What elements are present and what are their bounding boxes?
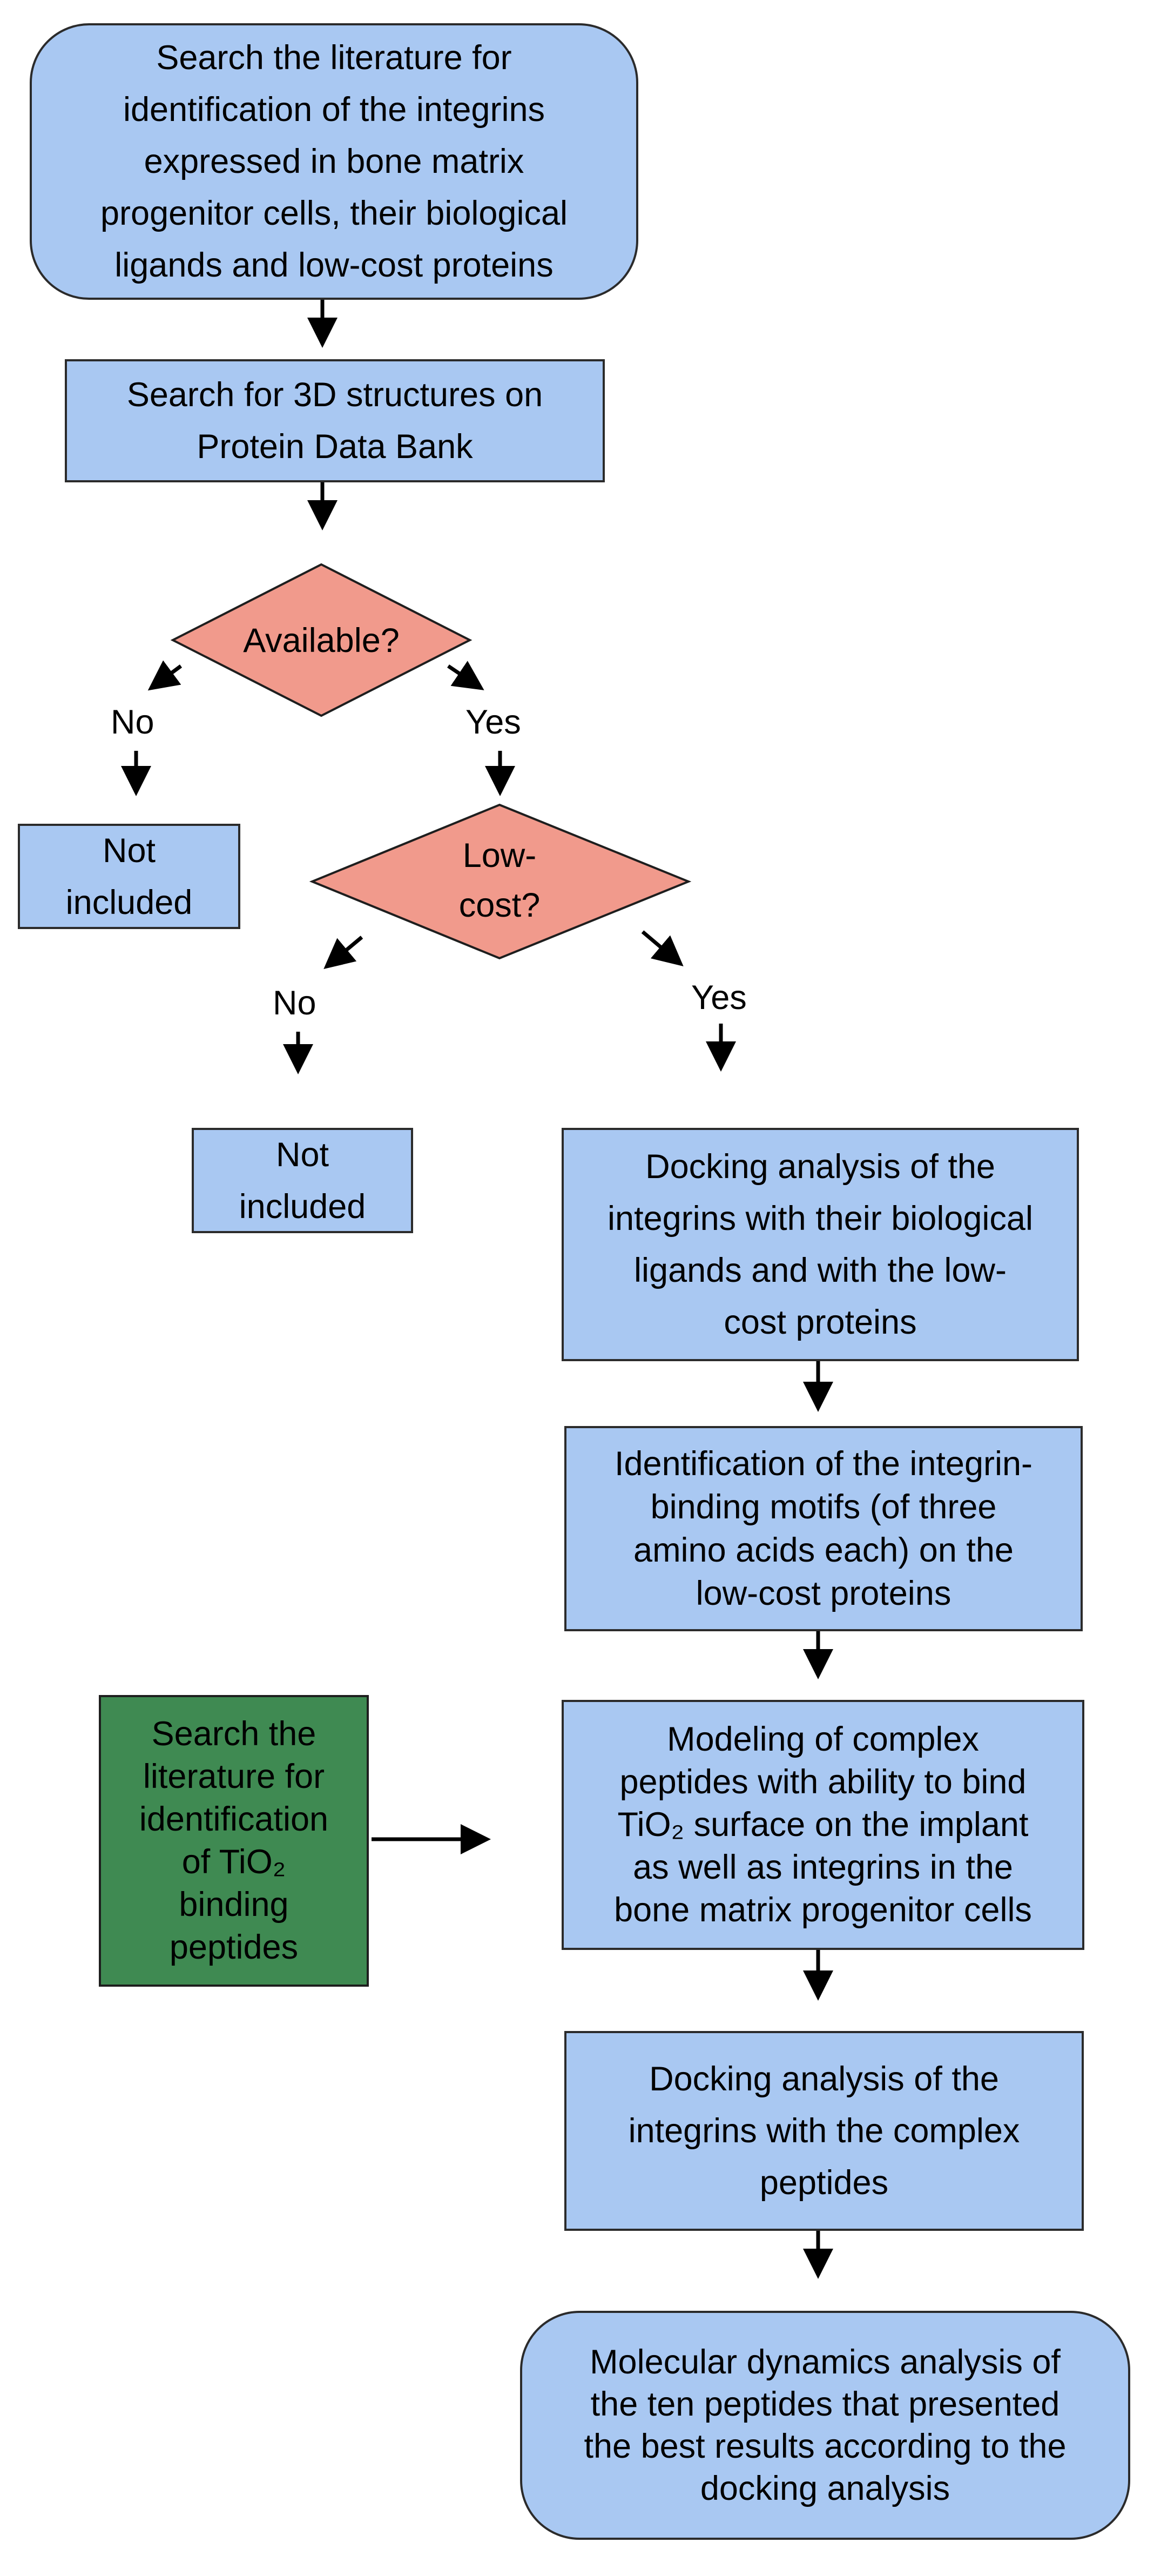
low-cost-no-label: No (273, 984, 316, 1022)
available-no-label: No (111, 703, 154, 741)
molecular-dynamics-text: Molecular dynamics analysis of the ten p… (584, 2343, 1067, 2507)
arrow-available-yes (447, 661, 484, 690)
available-decision-text: Available? (243, 622, 400, 660)
docking-peptides-node: Docking analysis of the integrins with t… (564, 2031, 1084, 2231)
search-3d-structures-text: Search for 3D structures on Protein Data… (126, 376, 543, 466)
modeling-text: Modeling of complex peptides with abilit… (614, 1720, 1032, 1929)
modeling-node: Modeling of complex peptides with abilit… (562, 1700, 1084, 1950)
available-yes-label: Yes (465, 703, 521, 741)
not-included-text-1: Not included (65, 831, 193, 922)
arrow-available-no (147, 660, 183, 691)
low-cost-decision-text: Low- cost? (458, 837, 541, 924)
docking-ligands-node: Docking analysis of the integrins with t… (562, 1128, 1079, 1361)
arrow-low-cost-no (323, 936, 363, 969)
docking-peptides-text: Docking analysis of the integrins with t… (628, 2060, 1020, 2202)
arrow-low-cost-yes (641, 930, 684, 967)
low-cost-decision-shape (309, 803, 692, 960)
search-3d-structures-node: Search for 3D structures on Protein Data… (65, 359, 605, 482)
not-included-node-1: Not included (18, 824, 240, 929)
docking-ligands-text: Docking analysis of the integrins with t… (608, 1148, 1033, 1341)
search-tio2-literature-text: Search the literature for identification… (139, 1715, 329, 1966)
search-literature-text: Search the literature for identification… (100, 39, 568, 284)
search-literature-node: Search the literature for identification… (30, 23, 638, 300)
molecular-dynamics-node: Molecular dynamics analysis of the ten p… (520, 2311, 1130, 2540)
low-cost-yes-label: Yes (691, 979, 747, 1017)
not-included-node-2: Not included (192, 1128, 413, 1233)
identification-motifs-text: Identification of the integrin- binding … (615, 1445, 1032, 1612)
identification-motifs-node: Identification of the integrin- binding … (564, 1426, 1083, 1631)
not-included-text-2: Not included (239, 1135, 366, 1226)
available-decision-shape (170, 563, 473, 717)
search-tio2-literature-node: Search the literature for identification… (99, 1695, 369, 1987)
